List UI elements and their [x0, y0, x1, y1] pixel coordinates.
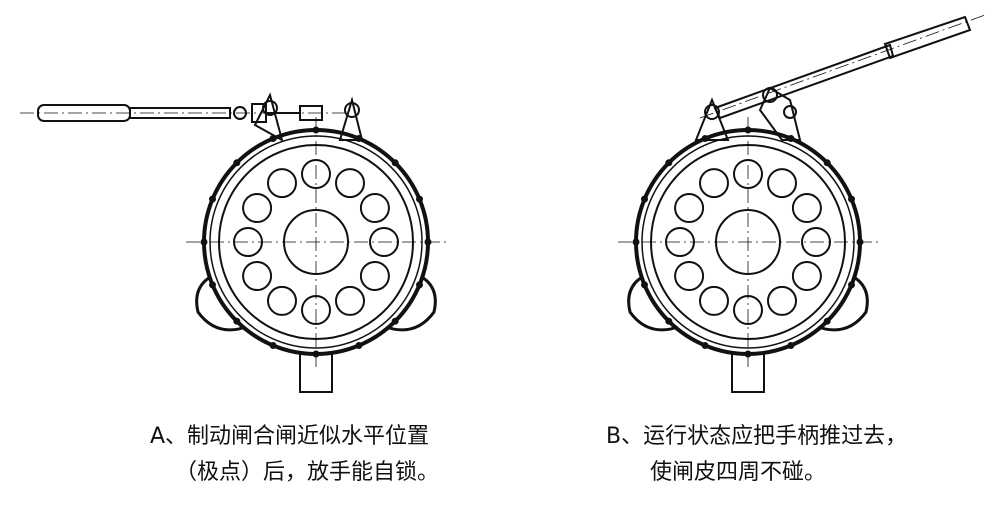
ring-rivet [665, 317, 673, 325]
brake-shoe-left [195, 270, 247, 332]
bolt-hole [335, 285, 365, 316]
lever-bracket-b-right [758, 86, 802, 141]
bolt-hole [359, 193, 390, 223]
bolt-hole [791, 193, 822, 223]
ring-rivet [787, 342, 795, 349]
brake-shoe-right [817, 270, 869, 332]
ring-rivet [848, 281, 855, 289]
bolt-hole [359, 261, 390, 291]
brake-diagram-b [618, 117, 878, 393]
ring-rivet [391, 159, 399, 167]
caption-b-line1: B、运行状态应把手柄推过去， [606, 424, 908, 449]
bolt-hole [242, 261, 273, 291]
ring-rivet [641, 195, 648, 203]
ring-rivet [233, 159, 241, 167]
ring-rivet [269, 342, 277, 349]
ring-rivet [416, 195, 423, 203]
ring-rivet [823, 317, 831, 325]
bolt-hole [267, 285, 297, 316]
lever-bracket-a-right [338, 96, 364, 141]
ring-rivet [665, 159, 673, 167]
bolt-hole [335, 168, 365, 199]
bolt-hole [699, 285, 729, 316]
bolt-hole [674, 261, 705, 291]
brake-diagram-a [186, 117, 446, 393]
handle-a [20, 92, 364, 143]
caption-b-line2: 使闸皮四周不碰。 [650, 460, 827, 485]
ring-rivet [823, 159, 831, 167]
brake-shoe-right [385, 270, 437, 332]
caption-a-line2: （极点）后，放手能自锁。 [175, 460, 440, 485]
bolt-hole [767, 285, 797, 316]
bolt-hole [699, 168, 729, 199]
ring-rivet [416, 281, 423, 289]
ring-rivet [701, 342, 709, 349]
handle-b [694, 14, 986, 141]
caption-a-line1: A、制动闸合闸近似水平位置 [150, 424, 430, 449]
ring-rivet [848, 195, 855, 203]
bolt-hole [267, 168, 297, 199]
bolt-hole [767, 168, 797, 199]
ring-rivet [209, 281, 216, 289]
ring-rivet [391, 317, 399, 325]
bolt-hole [674, 193, 705, 223]
ring-rivet [641, 281, 648, 289]
bolt-hole [242, 193, 273, 223]
lever-bracket-b-left [694, 97, 730, 141]
bolt-hole [791, 261, 822, 291]
ring-rivet [233, 317, 241, 325]
brake-shoe-left [627, 270, 679, 332]
ring-rivet [355, 342, 363, 349]
ring-rivet [209, 195, 216, 203]
